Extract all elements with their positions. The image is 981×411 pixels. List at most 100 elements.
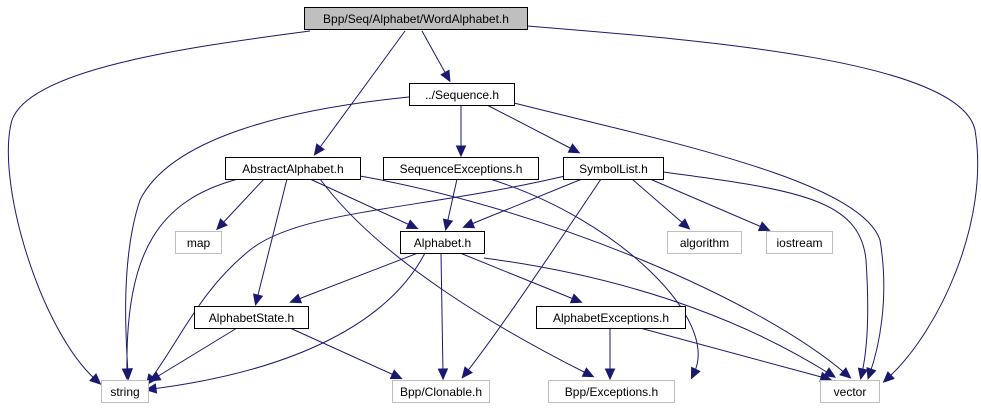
edge-line (317, 30, 406, 151)
node-root[interactable]: Bpp/Seq/Alphabet/WordAlphabet.h (304, 7, 528, 30)
edge-line (319, 178, 589, 375)
edge-line (359, 175, 847, 375)
edges-layer (7, 25, 979, 394)
edge-abstractalphabet-to-vector (359, 175, 852, 379)
edge-line (151, 252, 426, 390)
arrowhead-icon (839, 367, 852, 379)
node-label: Alphabet.h (414, 236, 471, 250)
edge-line (149, 175, 566, 381)
edge-alphabet-to-alphabetstate (289, 252, 419, 304)
edge-alphabet-to-string (144, 252, 426, 394)
arrowhead-icon (455, 145, 467, 158)
edge-line (126, 178, 239, 374)
edge-seqexceptions-to-exceptions (489, 178, 701, 380)
edge-abstractalphabet-to-string (121, 178, 239, 381)
node-label: string (110, 385, 139, 399)
arrowhead-icon (569, 293, 583, 304)
node-box (536, 306, 686, 329)
edge-line (459, 252, 577, 301)
edge-abstractalphabet-to-map (216, 178, 265, 231)
node-string: string (101, 380, 149, 403)
edge-line (446, 178, 458, 225)
node-label: algorithm (680, 236, 729, 250)
edge-line (125, 96, 410, 374)
edge-symbollist-to-algorithm (631, 178, 691, 230)
node-box (175, 231, 222, 254)
node-alphabet[interactable]: Alphabet.h (400, 231, 485, 254)
edge-symbollist-to-iostream (649, 178, 771, 232)
node-box (400, 231, 485, 254)
arrowhead-icon (216, 218, 228, 231)
edge-line (483, 257, 831, 375)
node-label: ../Sequence.h (425, 88, 499, 102)
arrowhead-icon (144, 383, 158, 394)
edge-root-to-abstractalphabet (313, 30, 406, 156)
node-label: AlphabetState.h (209, 311, 294, 325)
arrowhead-icon (678, 218, 691, 230)
node-exceptions: Bpp/Exceptions.h (548, 380, 675, 403)
node-label: SymbolList.h (579, 162, 648, 176)
node-label: Bpp/Seq/Alphabet/WordAlphabet.h (323, 12, 509, 26)
arrowhead-icon (757, 221, 771, 232)
arrowhead-icon (882, 371, 895, 383)
edge-symbollist-to-clonable (461, 178, 602, 379)
arrowhead-icon (252, 293, 264, 307)
edge-line (440, 252, 444, 374)
node-box (383, 157, 539, 180)
edge-line (7, 30, 311, 381)
node-seqexceptions[interactable]: SequenceExceptions.h (383, 157, 539, 180)
node-box (766, 231, 833, 254)
node-label: Bpp/Exceptions.h (565, 385, 658, 399)
arrowhead-icon (690, 366, 701, 380)
arrowhead-icon (148, 371, 162, 382)
node-alphabetstate[interactable]: AlphabetState.h (194, 306, 309, 329)
node-box (548, 380, 675, 403)
arrowhead-icon (857, 367, 869, 381)
node-alphabetexceptions[interactable]: AlphabetExceptions.h (536, 306, 686, 329)
edge-line (309, 178, 413, 227)
arrowhead-icon (604, 368, 616, 381)
arrowhead-icon (289, 293, 303, 304)
node-label: AlphabetExceptions.h (553, 311, 669, 325)
arrowhead-icon (440, 69, 451, 83)
node-label: vector (834, 385, 867, 399)
edge-symbollist-to-string (145, 175, 566, 386)
node-label: SequenceExceptions.h (400, 162, 523, 176)
node-box (194, 306, 309, 329)
edge-seqexceptions-to-alphabet (442, 178, 458, 232)
node-label: iostream (776, 236, 822, 250)
arrowhead-icon (581, 367, 595, 378)
node-symbollist[interactable]: SymbolList.h (563, 157, 664, 180)
edge-line (295, 252, 419, 301)
edge-alphabet-to-alphabetexceptions (459, 252, 583, 304)
edge-line (649, 178, 765, 229)
arrowhead-icon (121, 368, 133, 381)
arrowhead-icon (823, 367, 837, 378)
edge-alphabetstate-to-string (148, 327, 238, 382)
node-label: Bpp/Clonable.h (400, 385, 482, 399)
node-box (820, 380, 880, 403)
node-box (563, 157, 664, 180)
arrowhead-icon (405, 219, 419, 230)
edge-line (421, 30, 448, 77)
edge-line (468, 178, 583, 226)
edge-line (289, 327, 397, 377)
edge-alphabet-to-vector (483, 257, 837, 378)
node-box (409, 83, 515, 106)
edge-alphabetexceptions-to-exceptions (604, 328, 616, 381)
node-iostream: iostream (766, 231, 833, 254)
edge-alphabetexceptions-to-vector (639, 327, 832, 382)
node-sequence[interactable]: ../Sequence.h (409, 83, 515, 106)
edge-line (662, 171, 869, 374)
edge-sequence-to-seqexceptions (455, 105, 467, 158)
edge-alphabetstate-to-clonable (289, 327, 403, 379)
node-clonable: Bpp/Clonable.h (392, 380, 490, 403)
arrowhead-icon (462, 218, 476, 229)
edge-symbollist-to-vector (662, 171, 869, 381)
node-vector: vector (820, 380, 880, 403)
node-abstractalphabet[interactable]: AbstractAlphabet.h (225, 157, 361, 180)
edge-abstractalphabet-to-alphabet (309, 178, 419, 230)
nodes-layer: Bpp/Seq/Alphabet/WordAlphabet.h ../Sequen… (101, 7, 880, 403)
edge-root-to-string (7, 30, 311, 385)
